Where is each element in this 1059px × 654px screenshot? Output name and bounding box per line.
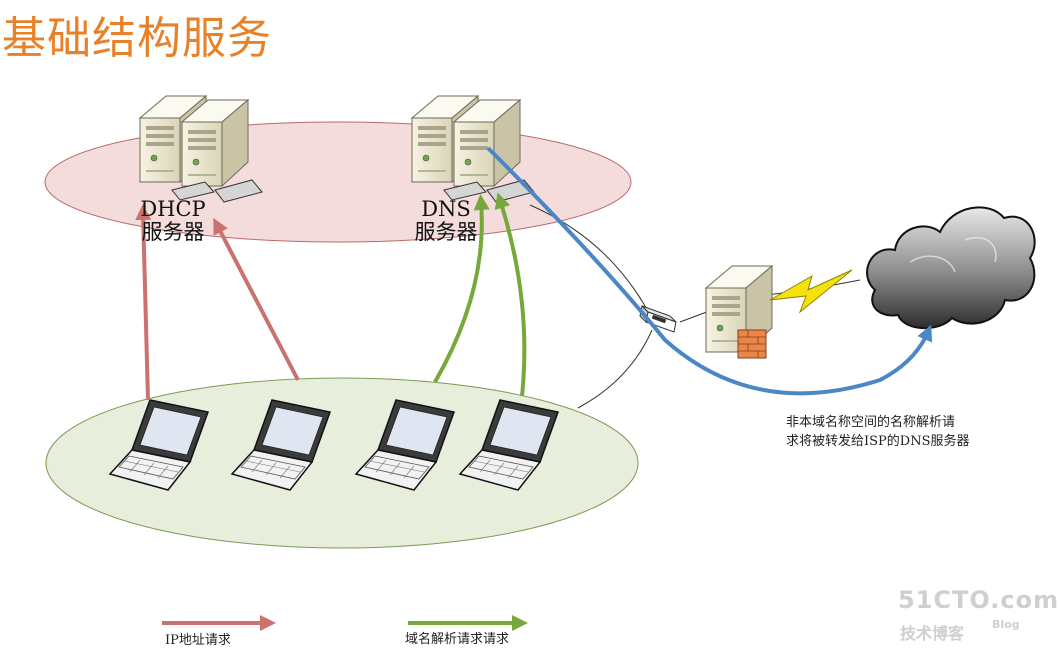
- dns-label-line1: DNS: [421, 197, 471, 221]
- dhcp-label-line2: 服务器: [141, 220, 205, 245]
- ip-request-arrow-2: [213, 217, 300, 381]
- watermark-tag: Blog: [992, 618, 1020, 631]
- watermark-sub: 技术博客: [900, 624, 965, 643]
- forwarding-arrow: [486, 146, 933, 396]
- dhcp-server-port: [171, 179, 263, 203]
- legend-dns-label: 域名解析请求请求: [405, 632, 510, 647]
- firewall-icon: [737, 329, 767, 359]
- server-zone: [44, 121, 632, 243]
- dns-label-line2: 服务器: [414, 220, 478, 245]
- network-diagram: [44, 95, 1036, 631]
- ip-request-arrow-1: [135, 204, 152, 401]
- dns-request-arrow-2: [494, 192, 527, 397]
- lightning-icon: [769, 269, 853, 314]
- page-title: 基础结构服务: [2, 13, 272, 64]
- link-dns-switch: [529, 204, 651, 316]
- link-clients-switch: [577, 329, 653, 409]
- internet-cloud-icon: [866, 206, 1036, 330]
- dns-request-arrow-1: [433, 194, 490, 383]
- dns-server-label: DNS 服务器: [408, 197, 484, 245]
- forwarding-note: 非本域名称空间的名称解析请 求将被转发给ISP的DNS服务器: [786, 414, 970, 452]
- watermark-site: 51CTO.com: [898, 586, 1059, 614]
- dhcp-label-line1: DHCP: [140, 197, 206, 221]
- dhcp-server-label: DHCP 服务器: [138, 197, 208, 245]
- note-line2: 求将被转发给ISP的DNS服务器: [786, 433, 970, 449]
- legend-ip-label: IP地址请求: [165, 633, 231, 648]
- note-line1: 非本域名称空间的名称解析请: [786, 415, 956, 430]
